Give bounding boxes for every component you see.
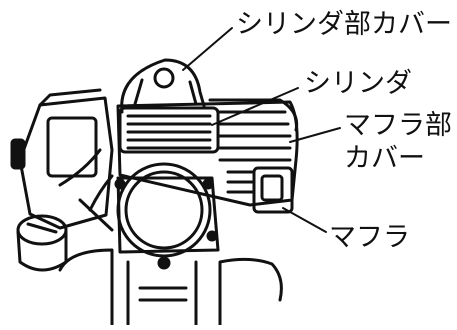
label-muffler: マフラ [329, 222, 410, 253]
cylinder-cover-shape [120, 58, 206, 114]
label-muffler-cover-line2: カバー [344, 143, 425, 174]
leader-lines [182, 27, 341, 233]
starter-housing [114, 162, 220, 270]
left-housing [10, 88, 114, 230]
label-muffler-cover-line1: マフラ部 [344, 110, 452, 141]
cylinder-block [116, 100, 299, 207]
muffler-cover-shape [208, 98, 299, 194]
lower-frame [58, 248, 283, 327]
label-cylinder: シリンダ [304, 68, 412, 99]
fuel-cap [16, 214, 68, 272]
label-cylinder-cover: シリンダ部カバー [236, 9, 452, 40]
hoses [58, 148, 114, 232]
muffler-shape [252, 166, 294, 214]
